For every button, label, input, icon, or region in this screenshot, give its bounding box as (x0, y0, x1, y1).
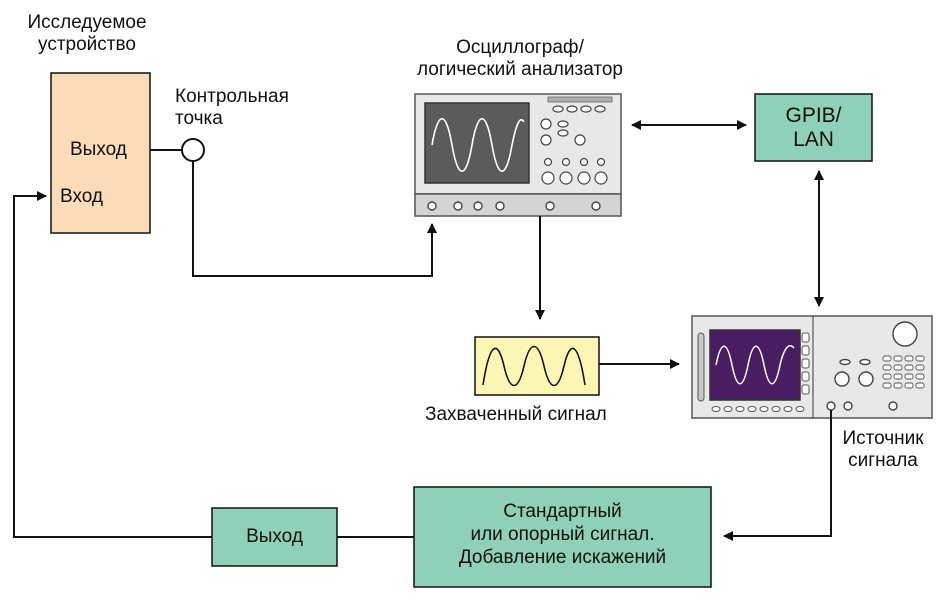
standard-signal-text: Стандартный или опорный сигнал. Добавлен… (414, 500, 711, 569)
captured-signal-label: Захваченный сигнал (425, 404, 607, 425)
scope-title-line2: логический анализатор (416, 59, 623, 80)
dut-title-line2: устройство (38, 34, 136, 55)
signal-source-label: Источник сигнала (828, 428, 938, 472)
source-line2: сигнала (848, 450, 918, 471)
test-point-line1: Контрольная (175, 86, 289, 107)
connector-testpoint-to-scope (192, 161, 437, 277)
scope-title: Осциллограф/ логический анализатор (395, 37, 645, 81)
oscilloscope-icon (414, 93, 622, 217)
standard-signal-box (413, 486, 712, 588)
standard-line3: Добавление искажений (458, 547, 667, 568)
captured-signal-box (474, 336, 600, 396)
signal-source-icon (691, 315, 933, 419)
source-line1: Источник (842, 428, 924, 449)
dut-title: Исследуемое устройство (22, 12, 152, 56)
gpib-line2: LAN (793, 128, 834, 151)
dut-output-label: Выход (70, 139, 127, 160)
test-point-icon (150, 138, 205, 162)
gpib-line1: GPIB/ (785, 104, 842, 127)
dut-box (50, 72, 151, 234)
connector-source-to-standard (723, 410, 832, 541)
dut-title-line1: Исследуемое (27, 12, 147, 33)
gpib-lan-label: GPIB/ LAN (755, 104, 872, 152)
gpib-lan-box (754, 93, 873, 162)
scope-title-line1: Осциллограф/ (456, 37, 584, 58)
standard-line2: или опорный сигнал. (470, 524, 655, 545)
standard-line1: Стандартный (503, 501, 622, 522)
test-point-label: Контрольная точка (175, 86, 289, 130)
output-box (211, 507, 338, 567)
dut-input-label: Вход (60, 186, 103, 207)
output-box-label: Выход (246, 526, 303, 547)
test-point-line2: точка (175, 108, 223, 129)
connector-output-to-dut-input (13, 191, 212, 538)
